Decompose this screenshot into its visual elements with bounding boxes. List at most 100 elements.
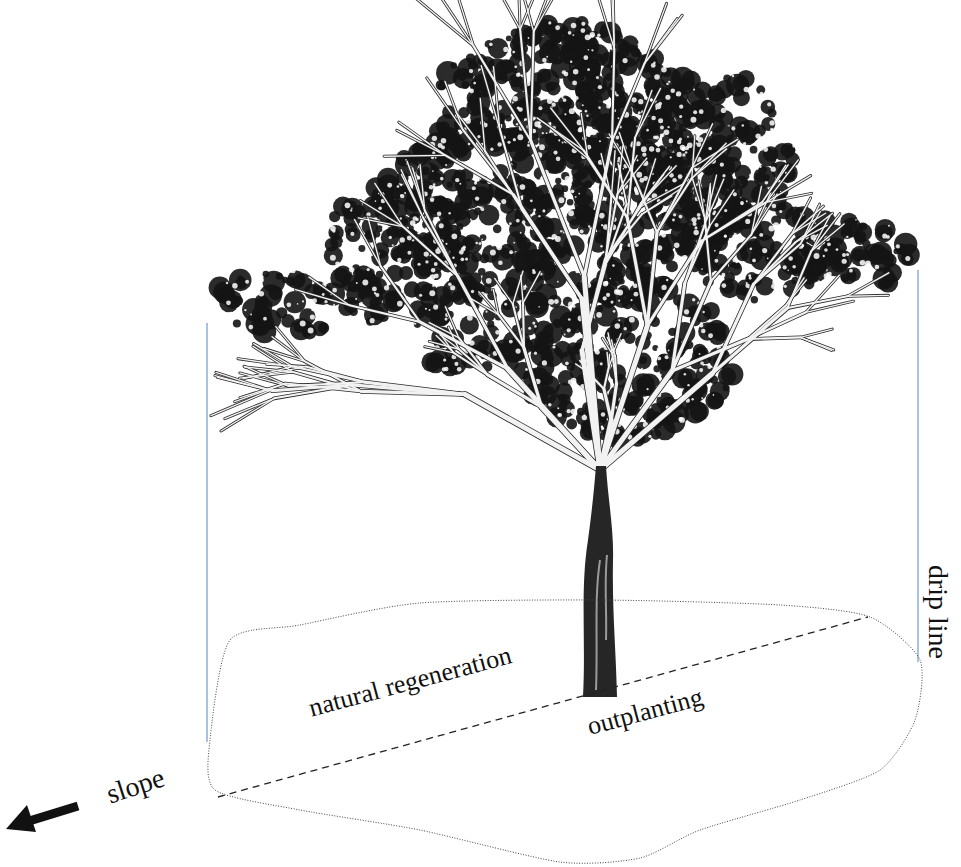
foliage-gap [755,165,759,169]
foliage-gap [440,177,444,181]
foliage-gap [591,49,593,51]
foliage-gap [861,278,867,284]
foliage-gap [560,230,562,232]
foliage-gap [259,278,264,283]
foliage-gap [429,185,433,189]
foliage-gap [215,310,219,314]
foliage-gap [512,102,514,104]
foliage-clump [822,242,838,258]
foliage-gap [479,242,482,245]
foliage-gap [322,293,325,296]
foliage-gap [618,300,620,302]
foliage-gap [424,251,429,256]
foliage-clump [662,68,671,77]
foliage-gap [643,89,646,92]
foliage-gap [681,147,685,151]
foliage-gap [445,193,448,196]
foliage-gap [533,209,536,212]
foliage-gap [775,115,779,119]
foliage-gap [842,259,847,264]
foliage-gap [697,213,701,217]
foliage-gap [349,267,354,272]
foliage-gap [676,91,681,96]
foliage-gap [546,132,548,134]
foliage-gap [609,278,611,280]
foliage-gap [429,290,435,296]
foliage-clump [252,319,276,343]
foliage-gap [581,22,585,26]
foliage-gap [538,306,540,308]
foliage-gap [311,308,314,311]
foliage-gap [649,146,654,151]
foliage-gap [646,388,648,390]
foliage-gap [461,257,465,261]
foliage-clump [396,150,413,167]
foliage-gap [512,96,518,102]
foliage-clump [453,169,466,182]
foliage-gap [397,185,400,188]
foliage-clump [846,267,861,282]
foliage-gap [685,151,688,154]
foliage-gap [606,104,610,108]
foliage-gap [367,268,370,271]
foliage-gap [638,99,643,104]
foliage-gap [509,222,512,225]
foliage-gap [766,142,768,144]
foliage-gap [701,329,706,334]
foliage-gap [463,246,466,249]
foliage-gap [668,350,670,352]
foliage-clump [537,68,551,82]
foliage-gap [691,217,696,222]
foliage-gap [568,31,572,35]
foliage-gap [598,85,602,89]
foliage-gap [642,152,646,156]
foliage-gap [623,168,625,170]
foliage-gap [516,73,520,77]
foliage-gap [676,94,678,96]
foliage-gap [287,303,292,308]
foliage-gap [362,280,368,286]
foliage-clump [479,205,500,226]
foliage-gap [516,123,518,125]
foliage-gap [249,325,254,330]
foliage-gap [571,378,577,384]
foliage-clump [557,400,574,417]
foliage-gap [465,118,471,124]
foliage-gap [600,362,603,365]
foliage-clump [525,295,548,318]
foliage-gap [633,283,638,288]
foliage-gap [528,37,530,39]
foliage-gap [603,281,609,287]
foliage-gap [542,360,547,365]
foliage-gap [441,145,445,149]
foliage-gap [537,241,539,243]
foliage-gap [553,150,557,154]
foliage-gap [245,280,249,284]
foliage-gap [690,117,696,123]
foliage-gap [600,245,603,248]
foliage-clump [324,246,343,265]
foliage-clump [511,250,532,271]
foliage-gap [538,215,540,217]
foliage-gap [513,138,516,141]
foliage-gap [387,183,392,188]
foliage-gap [699,109,704,114]
foliage-gap [659,373,662,376]
foliage-gap [556,157,561,162]
foliage-gap [601,224,603,226]
foliage-gap [767,102,771,106]
foliage-gap [628,85,630,87]
foliage-gap [400,194,402,196]
foliage-gap [291,268,296,273]
foliage-clump [608,54,628,74]
foliage-clump [690,402,709,421]
foliage-gap [886,235,890,239]
foliage-gap [637,43,640,46]
foliage-gap [330,226,336,232]
foliage-clump [431,165,439,173]
foliage-gap [596,76,599,79]
foliage-clump [562,185,569,192]
foliage-gap [687,136,689,138]
foliage-gap [597,34,600,37]
foliage-clump [431,286,452,307]
